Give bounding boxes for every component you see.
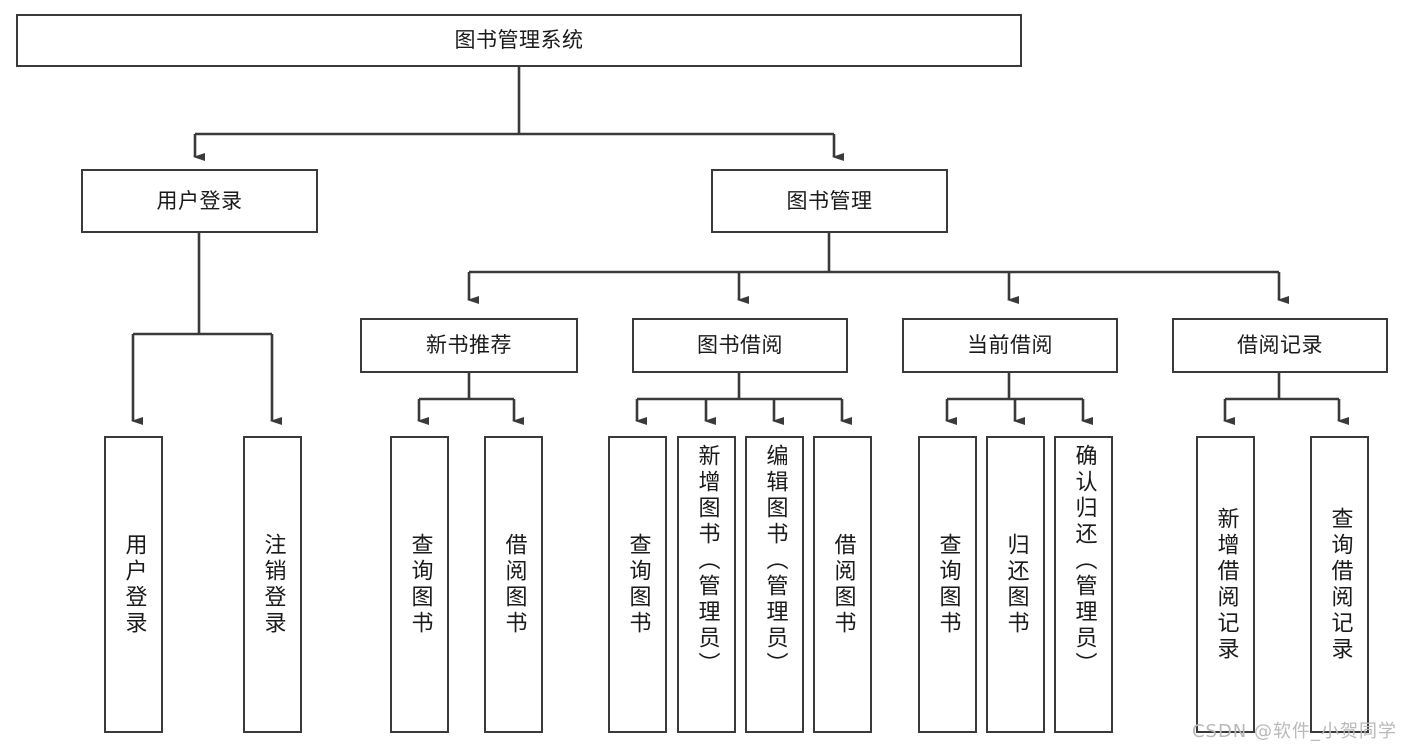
node-label: 注销登录 [260,532,286,637]
node-borrow-record[interactable]: 借阅记录 [1172,318,1388,373]
node-label: 查询图书 [407,532,433,637]
node-label: 当前借阅 [967,333,1053,358]
node-label: 编辑图书（管理员） [762,444,788,678]
node-label: 归还图书 [1003,532,1029,637]
node-label: 新增图书（管理员） [694,444,720,678]
node-label: 查询图书 [935,532,961,637]
node-label: 图书管理 [786,188,873,213]
node-leaf-add-book[interactable]: 新增图书（管理员） [677,436,736,733]
node-system-root[interactable]: 图书管理系统 [16,14,1022,67]
node-book-manage[interactable]: 图书管理 [711,169,948,233]
node-leaf-return-book[interactable]: 归还图书 [986,436,1045,733]
node-leaf-borrow-book-1[interactable]: 借阅图书 [484,436,543,733]
node-leaf-query-book-2[interactable]: 查询图书 [608,436,667,733]
node-current-borrow[interactable]: 当前借阅 [902,318,1118,373]
node-label: 用户登录 [121,532,147,637]
node-leaf-confirm-return[interactable]: 确认归还（管理员） [1054,436,1113,733]
node-label: 借阅图书 [501,532,527,637]
node-label: 图书管理系统 [454,28,584,53]
node-leaf-borrow-book-2[interactable]: 借阅图书 [813,436,872,733]
node-label: 查询借阅记录 [1327,506,1353,663]
node-leaf-user-login[interactable]: 用户登录 [104,436,163,733]
node-label: 借阅记录 [1237,333,1323,358]
node-label: 用户登录 [156,188,243,213]
node-label: 查询图书 [625,532,651,637]
node-leaf-query-borrow-record[interactable]: 查询借阅记录 [1310,436,1369,733]
node-label: 新书推荐 [426,333,512,358]
node-book-borrow[interactable]: 图书借阅 [632,318,848,373]
node-label: 图书借阅 [697,333,783,358]
csdn-watermark: CSDN @软件_小贺同学 [1191,721,1397,742]
node-label: 借阅图书 [830,532,856,637]
node-leaf-query-book-1[interactable]: 查询图书 [390,436,449,733]
node-label: 确认归还（管理员） [1071,444,1097,678]
node-label: 新增借阅记录 [1213,506,1239,663]
node-leaf-edit-book[interactable]: 编辑图书（管理员） [745,436,804,733]
node-leaf-query-book-3[interactable]: 查询图书 [918,436,977,733]
node-leaf-logout-login[interactable]: 注销登录 [243,436,302,733]
node-leaf-add-borrow-record[interactable]: 新增借阅记录 [1196,436,1255,733]
node-user-login[interactable]: 用户登录 [81,169,318,233]
node-new-book-recommend[interactable]: 新书推荐 [360,318,578,373]
